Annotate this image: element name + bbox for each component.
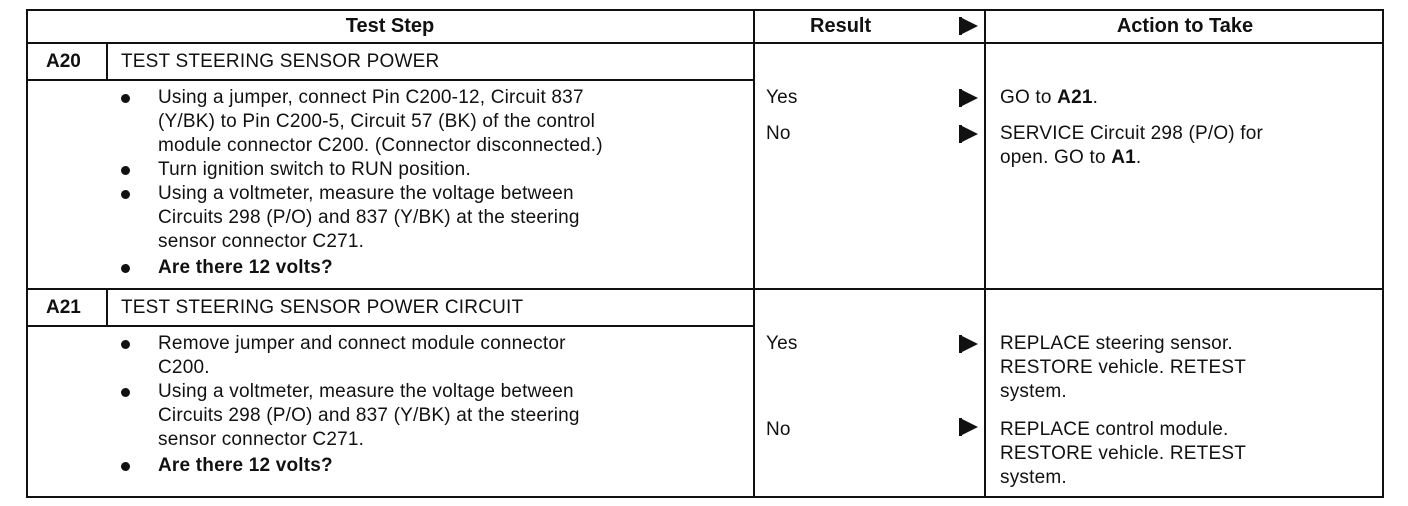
step-id-a21: A21 [46,297,81,318]
a20-result-yes: Yes [766,87,798,108]
a20-action-yes: GO to A21. [1000,87,1099,108]
step-title-a20: TEST STEERING SENSOR POWER [121,51,440,72]
a21-yes-arrow-icon [959,335,978,353]
a20-bullet-3-line-3: sensor connector C271. [158,231,365,252]
a21-result-no: No [766,419,791,440]
column-divider-action [984,9,986,498]
bullet-icon [121,388,130,397]
a20-bullet-1-line-2: (Y/BK) to Pin C200-5, Circuit 57 (BK) of… [158,111,596,132]
header-action: Action to Take [1116,15,1254,37]
bullet-icon [121,94,130,103]
a20-bullet-1-line-3: module connector C200. (Connector discon… [158,135,603,156]
a21-no-arrow-icon [959,418,978,436]
header-result: Result [810,15,872,37]
bullet-icon [121,264,130,273]
a21-result-yes: Yes [766,333,798,354]
a21-bullet-2-line-1: Using a voltmeter, measure the voltage b… [158,381,574,402]
bullet-icon [121,340,130,349]
a20-no-arrow-icon [959,125,978,143]
column-divider-result [753,9,755,498]
a21-action-no-line-2: RESTORE vehicle. RETEST [1000,443,1247,464]
diagnostic-table [26,9,1384,498]
a20-bullet-3-line-2: Circuits 298 (P/O) and 837 (Y/BK) at the… [158,207,580,228]
bullet-icon [121,166,130,175]
a20-yes-arrow-icon [959,89,978,107]
a20-title-divider [26,79,754,81]
header-test-step: Test Step [345,15,435,37]
a21-bullet-2-line-2: Circuits 298 (P/O) and 837 (Y/BK) at the… [158,405,580,426]
a21-question: Are there 12 volts? [158,455,333,476]
a20-id-divider [106,43,108,80]
a21-bullet-1-line-1: Remove jumper and connect module connect… [158,333,566,354]
a20-bullet-1-line-1: Using a jumper, connect Pin C200-12, Cir… [158,87,584,108]
a21-bullet-2-line-3: sensor connector C271. [158,429,365,450]
header-arrow-icon [959,17,978,35]
a21-action-no-line-1: REPLACE control module. [1000,419,1229,440]
a20-question: Are there 12 volts? [158,257,333,278]
a20-bullet-3-line-1: Using a voltmeter, measure the voltage b… [158,183,574,204]
a20-bullet-2-line-1: Turn ignition switch to RUN position. [158,159,471,180]
a20-result-no: No [766,123,791,144]
a21-title-divider [26,325,754,327]
a21-action-yes-line-1: REPLACE steering sensor. [1000,333,1233,354]
a21-id-divider [106,289,108,326]
a21-action-no-line-3: system. [1000,467,1067,488]
a20-action-no-line-1: SERVICE Circuit 298 (P/O) for [1000,123,1264,144]
a21-bullet-1-line-2: C200. [158,357,210,378]
row-divider [26,288,1384,290]
bullet-icon [121,462,130,471]
a21-action-yes-line-2: RESTORE vehicle. RETEST [1000,357,1247,378]
a21-action-yes-line-3: system. [1000,381,1067,402]
step-id-a20: A20 [46,51,81,72]
header-divider [26,42,1384,44]
a20-action-no-line-2: open. GO to A1. [1000,147,1142,168]
bullet-icon [121,190,130,199]
step-title-a21: TEST STEERING SENSOR POWER CIRCUIT [121,297,524,318]
